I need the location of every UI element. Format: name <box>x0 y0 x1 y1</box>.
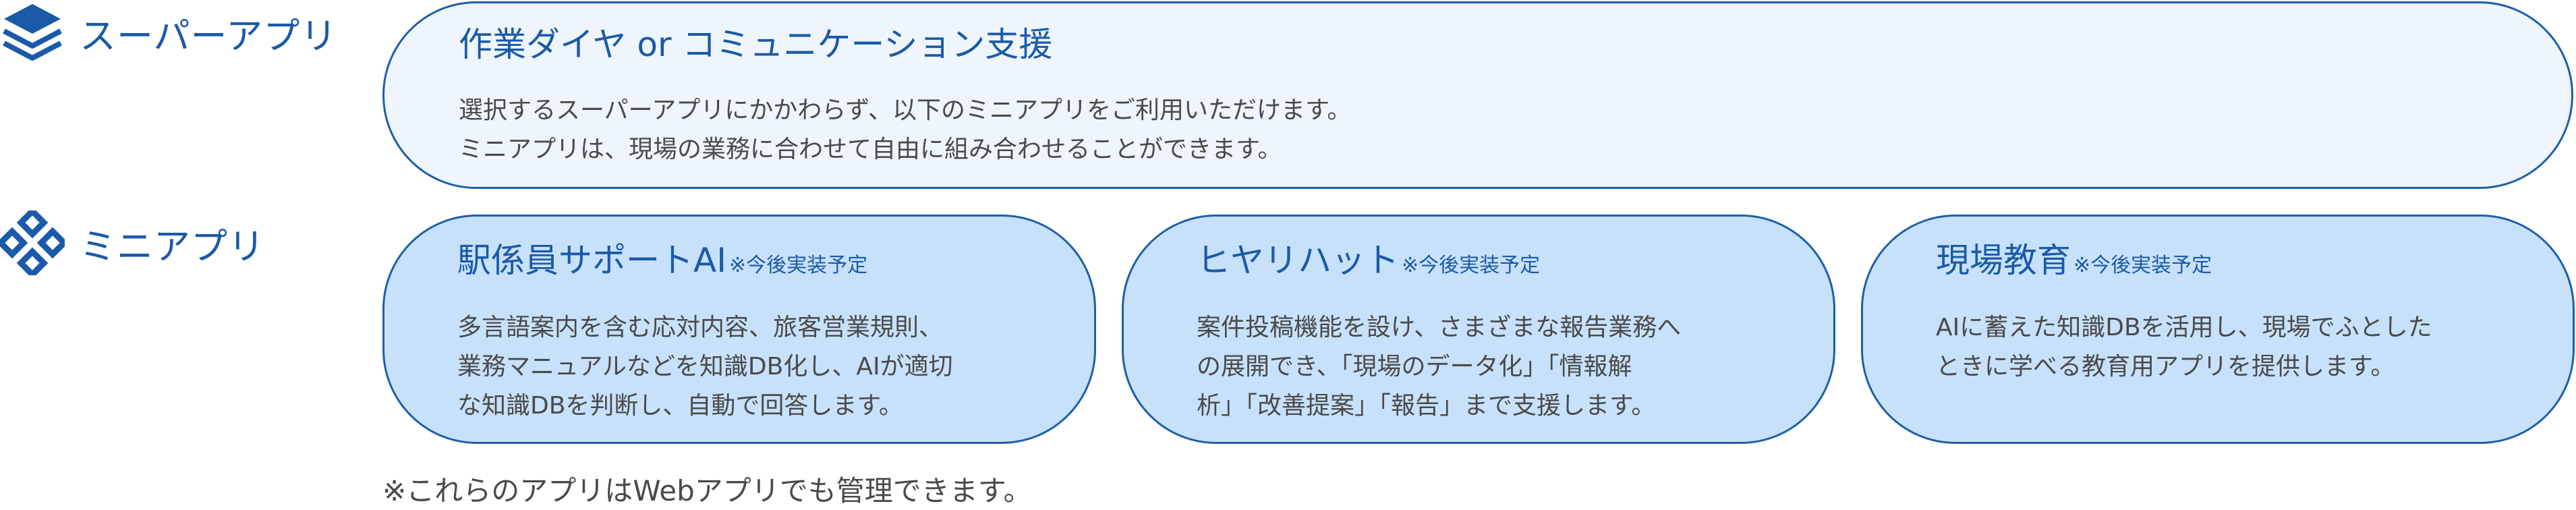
mini-app-title-text: 現場教育 <box>1936 241 2071 280</box>
mini-app-card-field-education: 現場教育※今後実装予定 AIに蓄えた知識DBを活用し、現場でふとした ときに学べ… <box>1861 215 2575 444</box>
description-line: の展開でき、「現場のデータ化」「情報解 <box>1197 353 1632 380</box>
description-line: ときに学べる教育用アプリを提供します。 <box>1936 353 2395 380</box>
super-app-description: 選択するスーパーアプリにかかわらず、以下のミニアプリをご利用いただけます。 ミニ… <box>459 91 2571 169</box>
layers-icon <box>0 1 65 63</box>
mini-app-title: 駅係員サポートAI※今後実装予定 <box>457 237 1094 289</box>
description-line: AIに蓄えた知識DBを活用し、現場でふとした <box>1936 314 2432 341</box>
mini-app-title: 現場教育※今後実装予定 <box>1936 237 2573 289</box>
mini-app-title-text: ヒヤリハット <box>1197 241 1399 280</box>
description-line: な知識DBを判断し、自動で回答します。 <box>457 392 903 420</box>
mini-app-description: AIに蓄えた知識DBを活用し、現場でふとした ときに学べる教育用アプリを提供しま… <box>1936 308 2573 387</box>
planned-note: ※今後実装予定 <box>1402 254 1541 277</box>
planned-note: ※今後実装予定 <box>728 254 868 277</box>
mini-app-title-text: 駅係員サポートAI <box>457 241 726 280</box>
mini-app-description: 案件投稿機能を設け、さまざまな報告業務へ の展開でき、「現場のデータ化」「情報解… <box>1197 308 1833 426</box>
description-line: 業務マニュアルなどを知識DB化し、AIが適切 <box>457 353 953 380</box>
description-line: 析」「改善提案」「報告」まで支援します。 <box>1197 392 1656 420</box>
super-app-card: 作業ダイヤ or コミュニケーション支援 選択するスーパーアプリにかかわらず、以… <box>382 1 2573 189</box>
mini-app-label: ミニアプリ <box>0 208 265 278</box>
super-app-label-text: スーパーアプリ <box>80 14 338 57</box>
mini-app-label-text: ミニアプリ <box>80 225 265 268</box>
footnote: ※これらのアプリはWebアプリでも管理できます。 <box>382 474 1032 507</box>
mini-app-title: ヒヤリハット※今後実装予定 <box>1197 237 1833 289</box>
mini-app-card-station-support-ai: 駅係員サポートAI※今後実装予定 多言語案内を含む応対内容、旅客営業規則、 業務… <box>382 215 1096 444</box>
description-line: 案件投稿機能を設け、さまざまな報告業務へ <box>1197 314 1682 341</box>
mini-app-description: 多言語案内を含む応対内容、旅客営業規則、 業務マニュアルなどを知識DB化し、AI… <box>457 308 1094 426</box>
super-app-label: スーパーアプリ <box>0 0 337 65</box>
four-diamonds-icon <box>0 210 65 275</box>
super-app-title: 作業ダイヤ or コミュニケーション支援 <box>459 25 1053 64</box>
mini-app-card-near-miss: ヒヤリハット※今後実装予定 案件投稿機能を設け、さまざまな報告業務へ の展開でき… <box>1122 215 1835 444</box>
description-line: 多言語案内を含む応対内容、旅客営業規則、 <box>457 314 944 341</box>
description-line: 選択するスーパーアプリにかかわらず、以下のミニアプリをご利用いただけます。 <box>459 96 1352 124</box>
description-line: ミニアプリは、現場の業務に合わせて自由に組み合わせることができます。 <box>459 136 1282 163</box>
planned-note: ※今後実装予定 <box>2073 254 2212 277</box>
